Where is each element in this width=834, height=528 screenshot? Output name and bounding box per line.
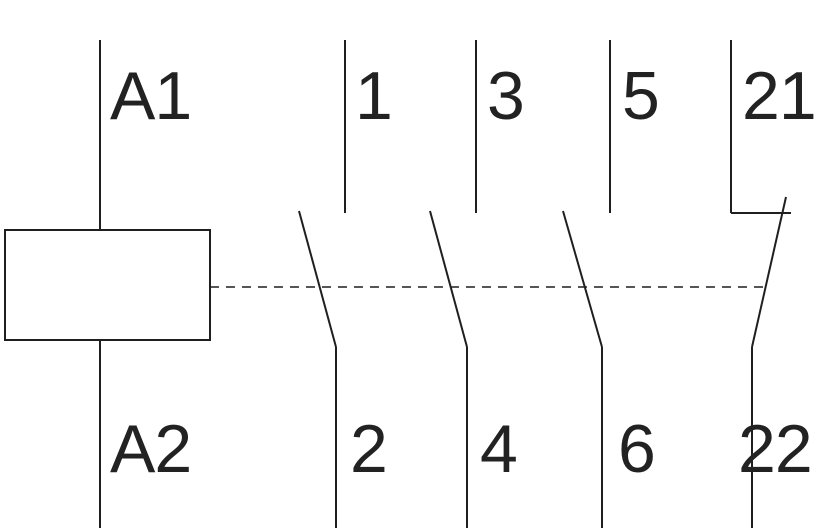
pole-1-2-no-contact [298, 40, 346, 528]
terminal-label-2: 2 [350, 411, 388, 487]
pole-5-6-no-contact [562, 40, 611, 528]
terminal-label-3: 3 [487, 58, 525, 134]
coil-branch [4, 40, 211, 528]
pole-3-4-no-contact [429, 40, 477, 528]
pole-2-moving-arm [429, 210, 468, 348]
terminal-label-a1: A1 [110, 58, 192, 134]
terminal-label-22: 22 [738, 411, 813, 487]
terminal-label-4: 4 [480, 411, 518, 487]
pole-1-moving-arm [298, 210, 337, 348]
terminal-label-6: 6 [618, 411, 656, 487]
terminal-label-21: 21 [742, 58, 817, 134]
linework-group [4, 40, 791, 528]
terminal-label-1: 1 [355, 58, 393, 134]
terminal-label-a2: A2 [110, 411, 192, 487]
aux-21-22-nc-contact [730, 40, 791, 528]
aux-moving-arm [751, 196, 787, 348]
pole-3-moving-arm [562, 210, 603, 348]
coil-box [4, 229, 211, 341]
terminal-label-5: 5 [622, 58, 660, 134]
